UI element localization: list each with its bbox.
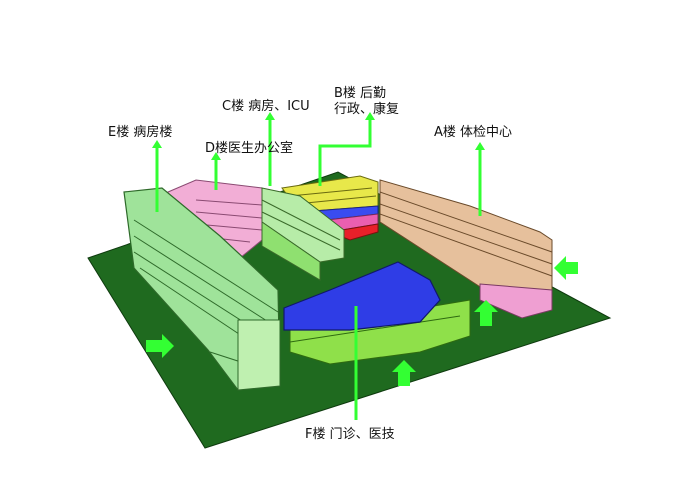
entrance-arrow-bottom (392, 360, 416, 386)
label-c: C楼 病房、ICU (222, 98, 310, 114)
building-c (261, 187, 345, 281)
label-b-line1: B楼 后勤 (334, 86, 386, 101)
building-f (283, 261, 471, 365)
building-a (379, 179, 553, 319)
label-a: A楼 体检中心 (434, 125, 512, 140)
label-d: D楼医生办公室 (205, 140, 293, 156)
leader-b (318, 118, 372, 186)
label-e: E楼 病房楼 (108, 124, 172, 140)
label-b-line2: 行政、康复 (334, 101, 399, 117)
leader-lines (155, 118, 482, 420)
entrance-arrow-left (146, 334, 174, 358)
entrance-arrow-center (474, 300, 498, 326)
leader-arrowheads (152, 112, 485, 160)
label-f: F楼 门诊、医技 (305, 427, 395, 442)
entrance-arrows (146, 256, 578, 386)
building-e (123, 187, 281, 391)
entrance-arrow-right (554, 256, 578, 280)
building-a-base (479, 283, 553, 319)
